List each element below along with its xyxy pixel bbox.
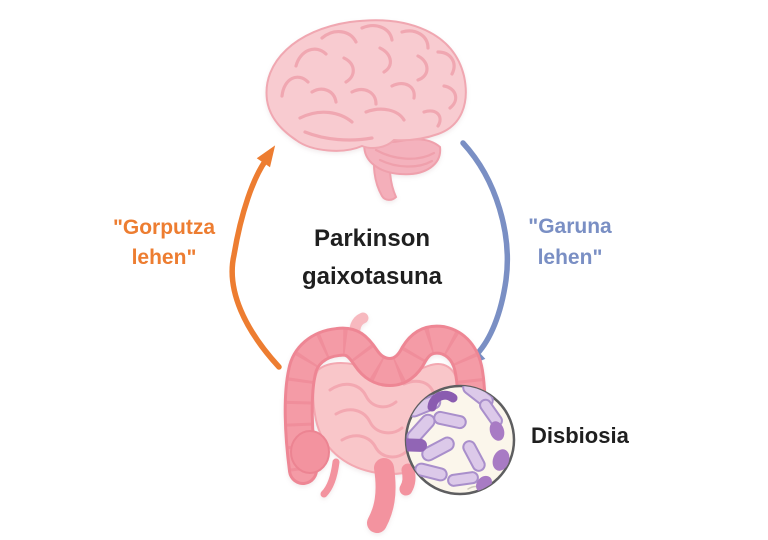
brain-icon — [265, 19, 467, 201]
body-first-label: "Gorputza lehen" — [94, 213, 234, 273]
cecum-shape — [290, 430, 330, 474]
appendix-shape — [320, 458, 340, 498]
dysbiosis-label: Disbiosia — [531, 422, 671, 450]
brain-gyri-lines — [280, 24, 458, 142]
body-first-arrow — [229, 145, 282, 370]
brain-first-line1: "Garuna — [528, 215, 612, 238]
microbes-icon — [404, 384, 516, 496]
dysbiosis-text: Disbiosia — [531, 423, 629, 448]
rectum-shape — [367, 458, 396, 533]
brain-first-line2: lehen" — [537, 246, 603, 269]
body-first-line1: "Gorputza — [112, 216, 216, 239]
body-first-line2: lehen" — [131, 246, 197, 269]
brain-first-label: "Garuna lehen" — [500, 211, 640, 273]
title-line2: gaixotasuna — [301, 263, 443, 290]
title-line1: Parkinson — [313, 225, 431, 252]
cerebrum-shape — [265, 19, 467, 152]
diagram-title: Parkinson gaixotasuna — [282, 220, 462, 296]
